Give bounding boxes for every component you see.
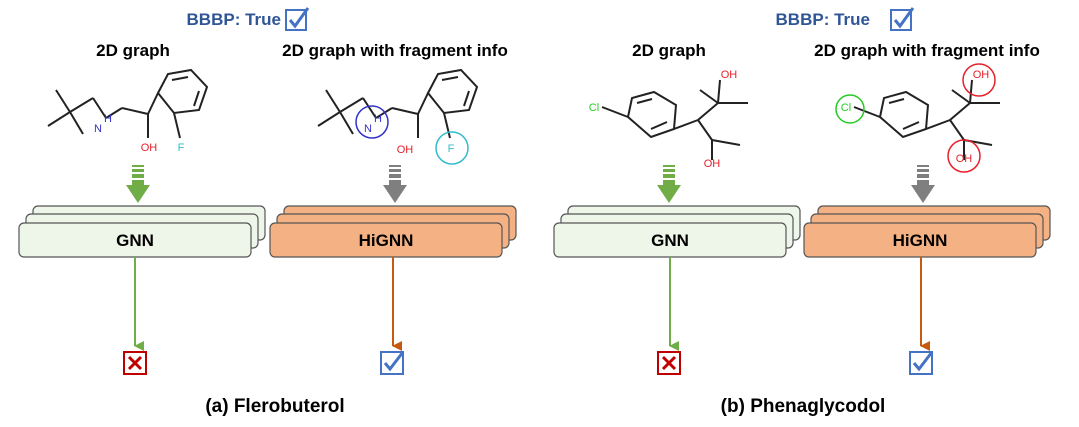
nitrogen-atom-label: H — [374, 113, 382, 125]
nitrogen-atom-label-n: N — [94, 123, 102, 135]
hydroxyl-top-label: OH — [973, 69, 990, 81]
right-title: 2D graph with fragment info — [814, 41, 1040, 60]
check-box-icon — [890, 7, 915, 31]
hignn-label: HiGNN — [893, 231, 948, 250]
amine-fragment-circle — [355, 105, 389, 139]
chlorine-fragment-circle — [835, 94, 865, 124]
molecule-flerobuterol-fragments: H N OH F — [317, 68, 479, 165]
down-arrow-icon — [911, 165, 935, 203]
check-box-icon — [909, 351, 934, 375]
caption-b: (b) Phenaglycodol — [721, 396, 886, 417]
hydroxyl-atom-label: OH — [141, 142, 158, 154]
chlorine-atom-label: Cl — [841, 102, 851, 114]
down-arrow-icon — [657, 165, 681, 203]
bbbp-label: BBBP: True — [776, 10, 870, 29]
gnn-label: GNN — [651, 231, 689, 250]
gnn-model-box: GNN — [553, 205, 801, 258]
gnn-model-box: GNN — [18, 205, 266, 258]
bbbp-label: BBBP: True — [187, 10, 281, 29]
cross-box-icon — [123, 351, 147, 375]
hydroxyl-atom-label: OH — [397, 144, 414, 156]
panel-flerobuterol: BBBP: True 2D graph 2D graph with fragme… — [18, 7, 517, 417]
molecule-phenaglycodol-fragments: Cl OH OH — [835, 63, 1000, 173]
right-title: 2D graph with fragment info — [282, 41, 508, 60]
hignn-label: HiGNN — [359, 231, 414, 250]
down-arrow-icon — [126, 165, 150, 203]
gnn-label: GNN — [116, 231, 154, 250]
hydroxyl-bottom-label: OH — [704, 158, 721, 170]
molecule-phenaglycodol-plain: Cl OH OH — [589, 69, 748, 170]
cross-box-icon — [657, 351, 681, 375]
fluorine-atom-label: F — [178, 142, 185, 154]
nitrogen-atom-label: H — [104, 113, 112, 125]
fluorine-atom-label: F — [448, 143, 455, 155]
molecule-flerobuterol-plain — [47, 68, 209, 139]
caption-a: (a) Flerobuterol — [205, 396, 344, 417]
check-box-icon — [285, 7, 310, 31]
hydroxyl-bottom-fragment-circle — [947, 139, 981, 173]
hydroxyl-top-label: OH — [721, 69, 738, 81]
hydroxyl-top-fragment-circle — [962, 63, 996, 97]
nitrogen-atom-label-n: N — [364, 123, 372, 135]
chlorine-atom-label: Cl — [589, 102, 599, 114]
left-title: 2D graph — [96, 41, 170, 60]
check-box-icon — [380, 351, 405, 375]
panel-phenaglycodol: BBBP: True 2D graph 2D graph with fragme… — [553, 7, 1051, 417]
hignn-model-box: HiGNN — [803, 205, 1051, 258]
left-title: 2D graph — [632, 41, 706, 60]
hignn-model-box: HiGNN — [269, 205, 517, 258]
hydroxyl-bottom-label: OH — [956, 153, 973, 165]
fluorine-fragment-circle — [435, 131, 469, 165]
down-arrow-icon — [383, 165, 407, 203]
